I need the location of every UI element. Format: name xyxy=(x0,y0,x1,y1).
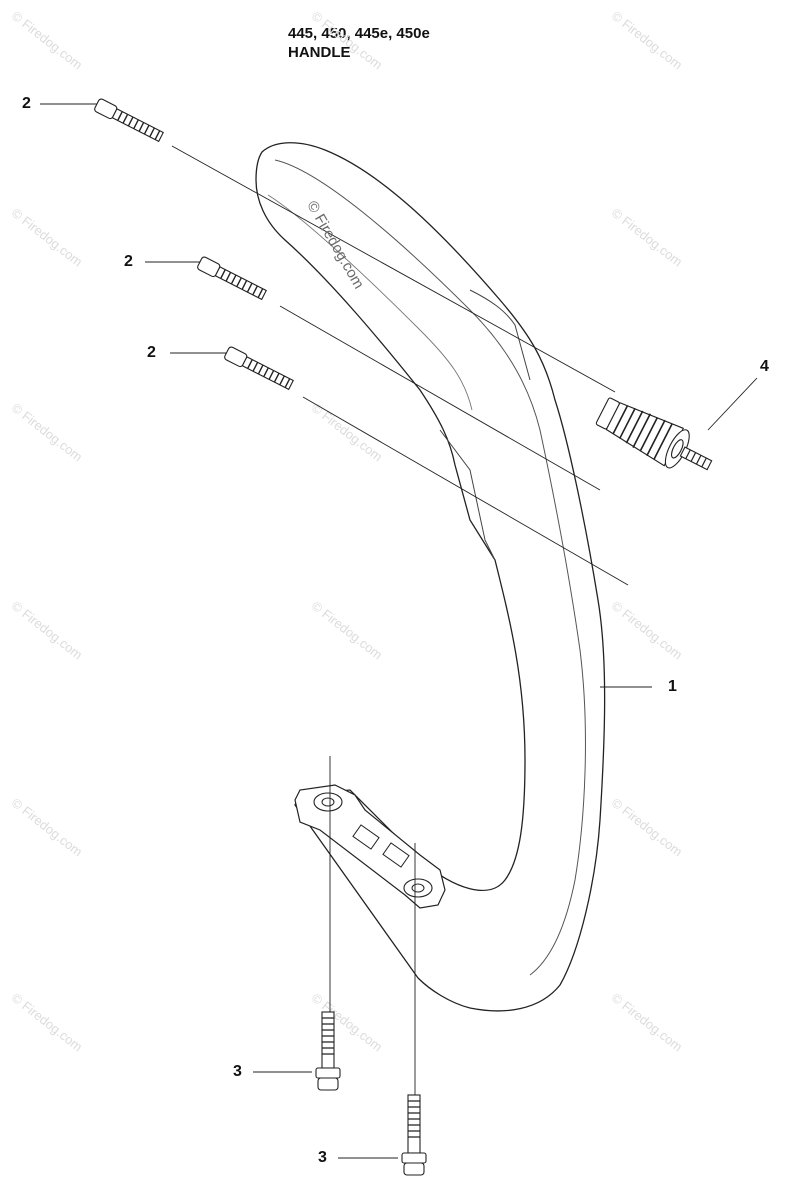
bolt-icon xyxy=(315,1011,341,1091)
callout-3: 3 xyxy=(233,1063,242,1080)
screw-icon xyxy=(94,98,164,143)
callout-4: 4 xyxy=(760,358,769,375)
model-list: 445, 450, 445e, 450e xyxy=(288,25,430,42)
section-name: HANDLE xyxy=(288,44,351,61)
vibration-damper-icon xyxy=(595,397,713,471)
screw-icon xyxy=(224,346,294,391)
bolt-icon xyxy=(401,1094,427,1176)
callout-1: 1 xyxy=(668,678,677,695)
callout-2: 2 xyxy=(147,344,156,361)
callout-2: 2 xyxy=(124,253,133,270)
screw-icon xyxy=(197,256,267,301)
handle-bar-icon xyxy=(255,142,606,1012)
diagram-title: 445, 450, 445e, 450e HANDLE xyxy=(288,24,430,62)
callout-3: 3 xyxy=(318,1149,327,1166)
leader-lines xyxy=(40,103,758,1159)
callout-2: 2 xyxy=(22,95,31,112)
